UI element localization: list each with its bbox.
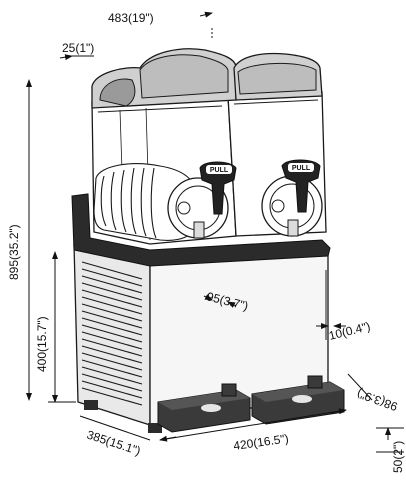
dim-tray-depth: 98(3.9") — [355, 386, 400, 414]
pull-handle-right[interactable]: PULL — [281, 159, 321, 213]
dim-width-top: 483(19") — [108, 11, 154, 25]
pull-label-right: PULL — [292, 165, 311, 172]
lid-left — [91, 48, 237, 109]
side-vents — [81, 261, 143, 406]
lid-right — [233, 52, 323, 101]
dimension-lines — [26, 11, 404, 453]
foot-left — [84, 400, 98, 410]
base-cabinet — [73, 243, 329, 433]
dim-top-offset: 25(1") — [62, 41, 94, 55]
dim-total-height: 895(35.2") — [7, 224, 21, 280]
dim-base-height: 400(15.7") — [35, 316, 49, 372]
dispense-head-right — [261, 175, 323, 237]
dim-base-depth: 385(15.1") — [85, 428, 142, 459]
foot-front — [148, 423, 162, 433]
dim-base-width: 420(16.5") — [232, 431, 289, 453]
pull-handle-left[interactable]: PULL — [199, 161, 237, 215]
dim-side-offset: 10(0.4") — [327, 319, 371, 343]
dim-tray-height: 50(2") — [391, 441, 405, 473]
pull-label-left: PULL — [210, 167, 229, 174]
drip-tray — [157, 375, 345, 433]
base-top-band — [71, 193, 331, 267]
